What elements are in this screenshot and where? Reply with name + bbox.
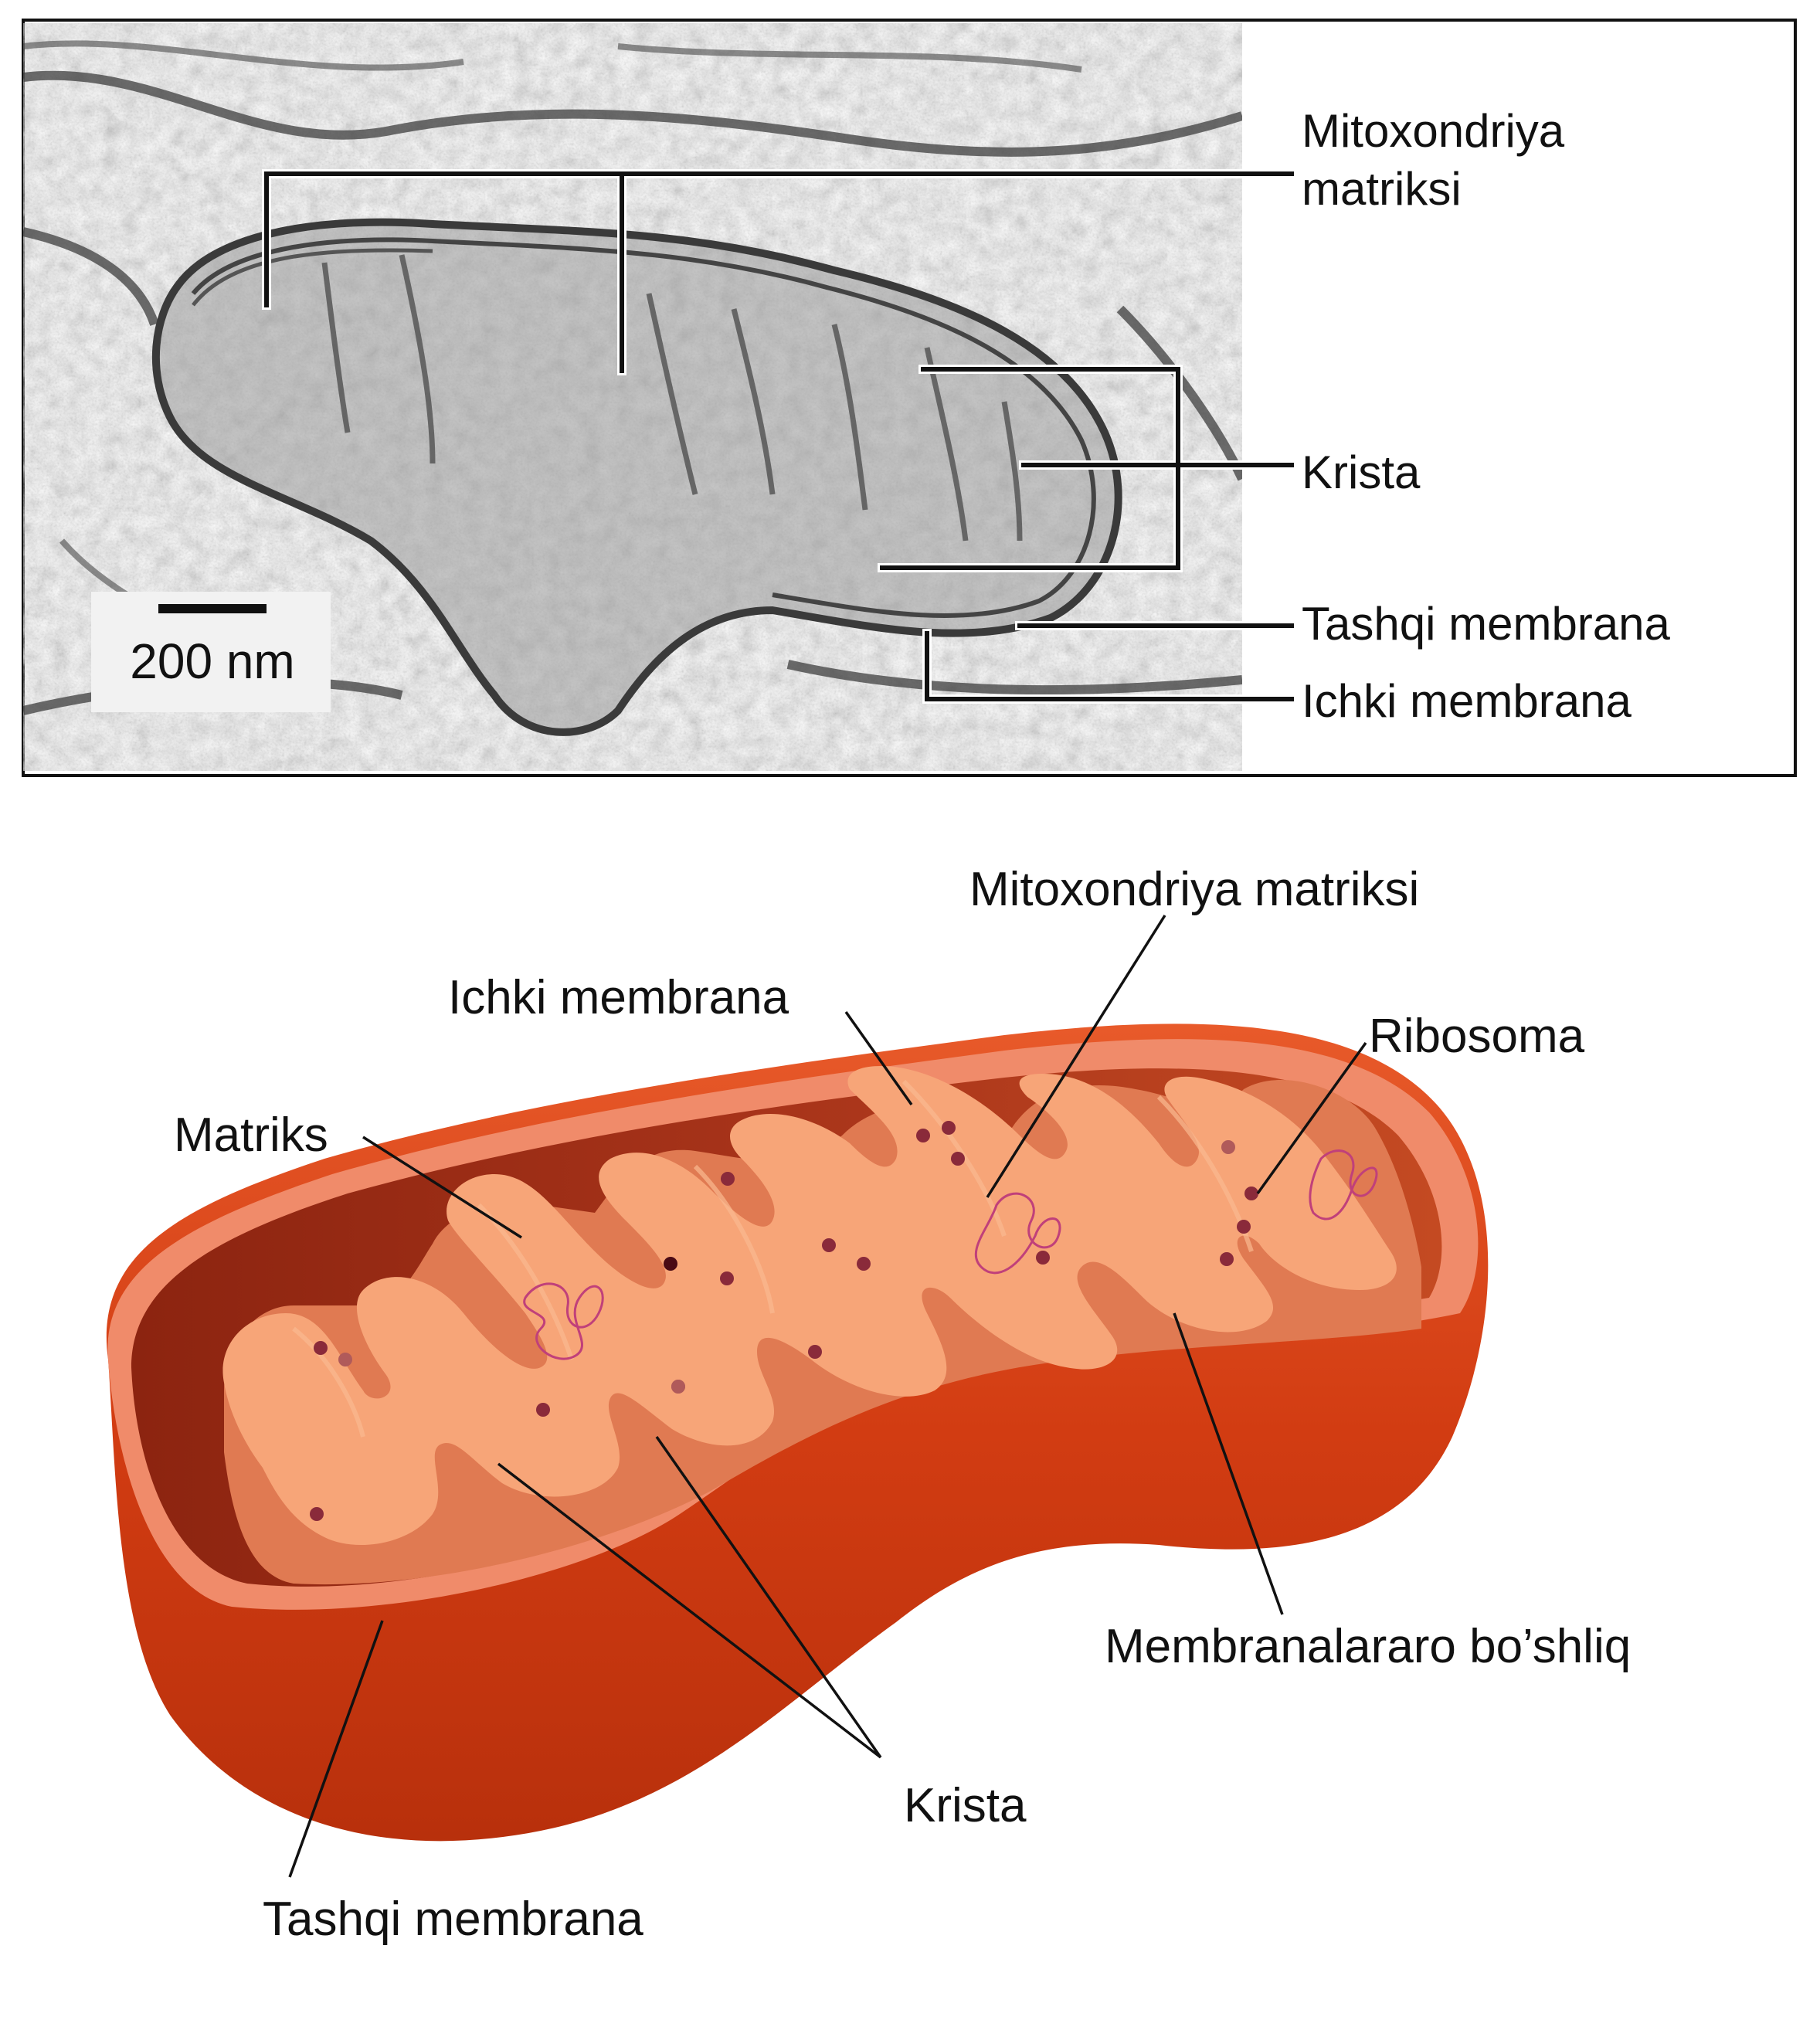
- ribosome-dot: [721, 1172, 735, 1186]
- em-cristae: [321, 254, 1023, 542]
- ribosome-dot: [720, 1271, 734, 1285]
- ribosome-dot: [942, 1121, 956, 1135]
- label-crista: Krista: [904, 1779, 1027, 1832]
- leader-matrix: [362, 1136, 522, 1239]
- ribosome-dot: [314, 1341, 328, 1355]
- em-label-matrix-line2: matriksi: [1302, 163, 1462, 215]
- ribosomes: [310, 1121, 1258, 1521]
- ribosome-dot: [671, 1380, 685, 1394]
- ribosome-dot: [1237, 1220, 1251, 1234]
- mitochondrial-dna: [523, 1149, 1378, 1360]
- label-matrix-full: Mitoxondriya matriksi: [969, 863, 1419, 916]
- leader-ribosome: [1256, 1041, 1367, 1195]
- ribosome-dot: [1244, 1187, 1258, 1200]
- ribosome-dot: [1221, 1140, 1235, 1154]
- illustration-leaders: [288, 915, 1367, 1878]
- em-label-matrix-line1: Mitoxondriya: [1302, 105, 1565, 157]
- scale-bar: 200 nm: [91, 592, 331, 712]
- cristae-top: [222, 1066, 1397, 1545]
- ribosome-dot: [1220, 1252, 1234, 1266]
- ribosome-dot: [916, 1129, 930, 1142]
- leader-intermembrane: [1173, 1312, 1284, 1615]
- scale-bar-label: 200 nm: [130, 633, 294, 689]
- ribosome-dot: [536, 1403, 550, 1417]
- em-label-inner-membrane: Ichki membrana: [1302, 675, 1632, 727]
- em-inner-membrane: [191, 237, 1096, 618]
- em-mitochondrion-body: [151, 218, 1122, 736]
- label-outer-membrane: Tashqi membrana: [263, 1893, 643, 1946]
- leader-matrix-full: [986, 915, 1166, 1198]
- leader-crista-b: [655, 1435, 882, 1759]
- em-label-crista: Krista: [1302, 446, 1421, 498]
- mitochondrion-illustration: Mitoxondriya matriksi Ichki membrana Rib…: [106, 863, 1631, 1946]
- ribosome-dot: [822, 1238, 836, 1252]
- label-inner-membrane: Ichki membrana: [448, 971, 789, 1024]
- label-intermembrane: Membranalararo bo’shliq: [1105, 1620, 1631, 1673]
- ribosome-dot: [310, 1507, 324, 1521]
- em-label-outer-membrane: Tashqi membrana: [1302, 598, 1671, 650]
- ribosome-dot: [1036, 1251, 1050, 1265]
- leader-inner-membrane: [844, 1010, 913, 1106]
- ribosome-dot: [664, 1257, 677, 1271]
- micrograph-leaders: [262, 169, 1296, 704]
- ribosome-dot: [857, 1257, 871, 1271]
- label-matrix: Matriks: [174, 1108, 328, 1162]
- leader-crista-a: [497, 1462, 882, 1759]
- ribosome-dot: [808, 1345, 822, 1359]
- ribosome-dot: [951, 1152, 965, 1166]
- micrograph-panel: 200 nm Mitoxondriya matriksi K: [22, 19, 1797, 777]
- ribosome-dot: [338, 1353, 352, 1366]
- label-ribosome: Ribosoma: [1369, 1010, 1585, 1063]
- leader-outer-membrane: [288, 1620, 384, 1878]
